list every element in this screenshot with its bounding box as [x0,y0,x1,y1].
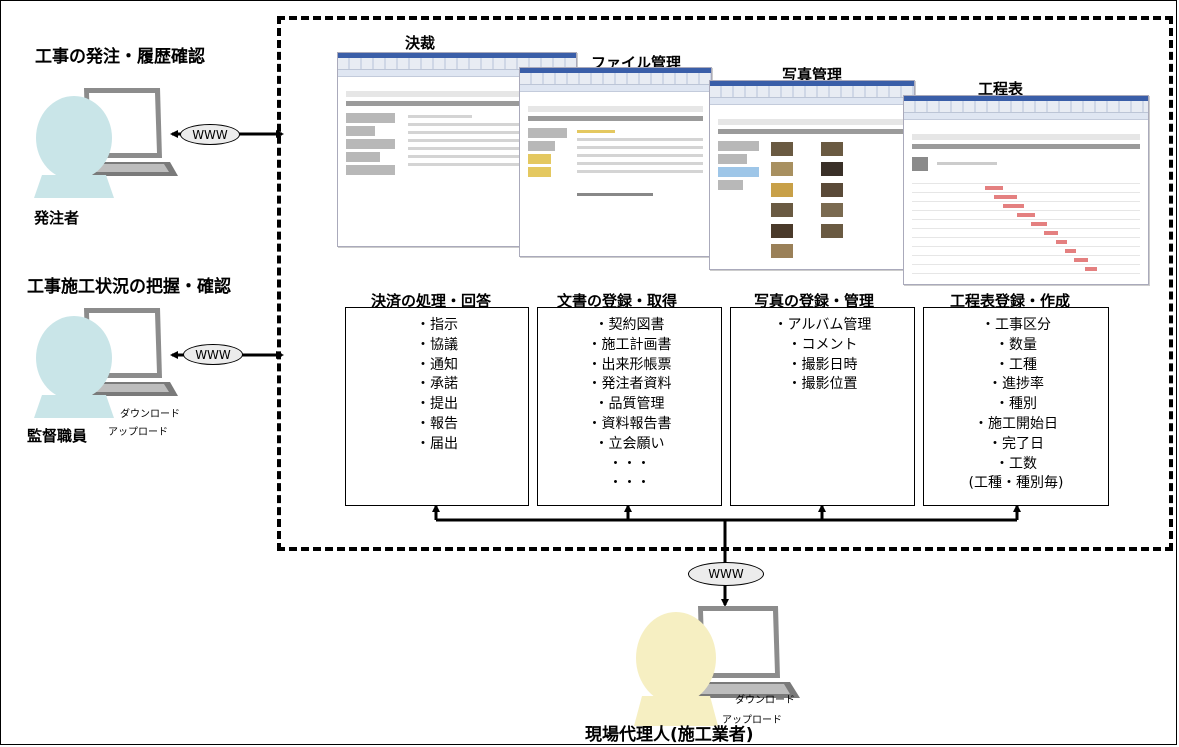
list-item: ・提出 [416,396,458,413]
photo-screen-thumbnail [709,80,915,270]
list-item: ・アルバム管理 [773,317,872,333]
contractor-name: 現場代理人(施工業者) [585,725,754,745]
contractor-upload-label: アップロード [722,715,782,726]
list-item: ・品質管理 [594,396,665,413]
list-item: ・協議 [416,336,458,353]
list-item: ・種別 [995,396,1037,413]
list-item: ・・・ [608,455,651,472]
list-item: ・届出 [416,435,458,452]
supervisor-figure [34,308,178,418]
person-icon [634,612,718,726]
list-item: ・撮影位置 [787,376,858,393]
list-item: ・コメント [787,336,858,353]
orderer-title: 工事の発注・履歴確認 [35,47,205,67]
list-item: ・・・ [608,475,651,492]
supervisor-upload-label: アップロード [108,427,168,438]
contractor-figure [634,606,800,726]
list-item: ・契約図書 [594,317,665,333]
www-oval-contractor: WWW [688,562,764,586]
www-oval-orderer: WWW [180,124,240,145]
screen-title-schedule: 工程表 [978,80,1024,98]
file-screen-thumbnail [519,67,712,257]
list-item: ・指示 [416,317,458,333]
list-item: ・立会願い [594,435,665,452]
list-item: ・資料報告書 [587,415,672,432]
function-box-documents: ・契約図書 ・施工計画書 ・出来形帳票 ・発注者資料 ・品質管理 ・資料報告書 … [537,307,722,506]
list-item: ・工種 [995,356,1037,373]
list-item: ・完了日 [988,435,1044,452]
function-box-photos: ・アルバム管理 ・コメント ・撮影日時 ・撮影位置 [730,307,915,506]
function-box-approval: ・指示 ・協議 ・通知 ・承諾 ・提出 ・報告 ・届出 [345,307,529,506]
list-item: ・撮影日時 [787,356,858,373]
list-item: ・数量 [995,336,1037,353]
supervisor-name: 監督職員 [27,427,88,445]
supervisor-title: 工事施工状況の把握・確認 [27,277,231,297]
screen-title-photo: 写真管理 [782,66,843,84]
list-item: ・出来形帳票 [587,356,672,373]
person-icon [34,96,114,198]
list-item: ・工数 [995,455,1037,472]
person-icon [34,316,114,418]
supervisor-download-label: ダウンロード [120,409,180,420]
schedule-screen-thumbnail [903,95,1149,285]
list-item: ・承諾 [416,376,458,393]
list-item: ・発注者資料 [587,376,672,393]
orderer-name: 発注者 [34,209,80,227]
function-box-schedule: ・工事区分 ・数量 ・工種 ・進捗率 ・種別 ・施工開始日 ・完了日 ・工数 (… [923,307,1109,506]
list-item: ・進捗率 [988,376,1044,393]
function-title-photos: 写真の登録・管理 [754,292,875,310]
list-item: (工種・種別毎) [968,475,1064,492]
function-title-documents: 文書の登録・取得 [557,292,678,310]
list-item: ・施工計画書 [587,336,672,353]
list-item: ・工事区分 [981,317,1051,333]
list-item: ・報告 [416,415,458,432]
function-title-approval: 決済の処理・回答 [371,292,492,310]
list-item: ・施工開始日 [974,415,1058,432]
laptop-icon [676,606,800,698]
contractor-download-label: ダウンロード [735,695,795,706]
screen-title-approval: 決裁 [405,34,436,52]
function-title-schedule: 工程表登録・作成 [950,292,1071,310]
www-oval-supervisor: WWW [183,344,243,365]
list-item: ・通知 [416,356,458,373]
orderer-figure [34,88,178,198]
